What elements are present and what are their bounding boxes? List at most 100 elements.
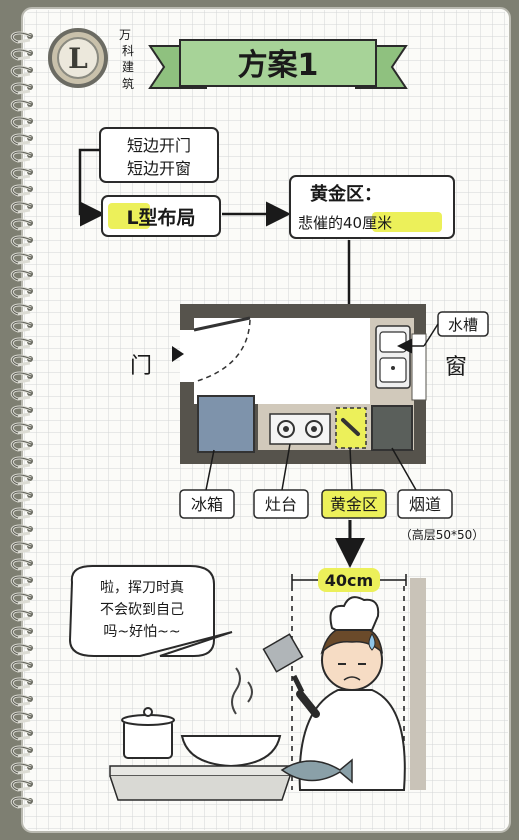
flow-bracket-arrow: [78, 148, 105, 227]
spiral-binding: [10, 31, 33, 809]
binding-ring: [10, 473, 33, 486]
binding-ring: [10, 218, 33, 231]
brand-logo: L: [48, 28, 108, 88]
cooking-scene: [109, 667, 291, 801]
binding-ring: [10, 354, 33, 367]
stove-label-box: [253, 489, 309, 519]
speech-line-2: 不会砍到自己: [100, 602, 184, 618]
golden-zone-note: 悲催的40厘米: [298, 214, 392, 232]
binding-ring: [10, 524, 33, 537]
fish-icon: [280, 758, 353, 784]
sink-block: [375, 325, 411, 389]
sink-label: 水槽: [448, 316, 478, 334]
binding-ring: [10, 541, 33, 554]
option-window: 短边开窗: [127, 159, 191, 178]
brand-char-3: 建: [122, 60, 134, 74]
chef-figure: [262, 596, 406, 791]
binding-ring: [10, 626, 33, 639]
golden-pointer: [349, 447, 353, 491]
banner-title: 方案1: [238, 48, 319, 83]
wall-edge: [410, 578, 426, 790]
options-box: [99, 127, 219, 183]
binding-ring: [10, 371, 33, 384]
stove-block: [269, 413, 331, 445]
binding-ring: [10, 388, 33, 401]
binding-ring: [10, 303, 33, 316]
fridge-pointer: [205, 449, 215, 491]
width-label: 40cm: [325, 571, 373, 590]
flue-label-box: [397, 489, 453, 519]
flue-block: [371, 405, 413, 451]
binding-ring: [10, 337, 33, 350]
door-label: 门: [130, 354, 152, 379]
binding-ring: [10, 150, 33, 163]
speech-bubble: [68, 564, 233, 657]
binding-ring: [10, 320, 33, 333]
binding-ring: [10, 99, 33, 112]
binding-ring: [10, 31, 33, 44]
title-banner: 方案1: [148, 39, 408, 89]
binding-ring: [10, 575, 33, 588]
binding-ring: [10, 592, 33, 605]
binding-ring: [10, 558, 33, 571]
binding-ring: [10, 252, 33, 265]
binding-ring: [10, 779, 33, 792]
binding-ring: [10, 643, 33, 656]
binding-ring: [10, 133, 33, 146]
door-leaf: [193, 316, 251, 332]
fridge-label: 冰箱: [191, 495, 223, 514]
flue-label: 烟道: [409, 495, 441, 514]
fridge-block: [197, 395, 255, 453]
binding-ring: [10, 728, 33, 741]
binding-ring: [10, 405, 33, 418]
speech-line-1: 啦，挥刀时真: [100, 579, 184, 596]
brand-char-1: 万: [119, 28, 131, 42]
binding-ring: [10, 456, 33, 469]
binding-ring: [10, 796, 33, 809]
binding-ring: [10, 439, 33, 452]
binding-ring: [10, 167, 33, 180]
layout-label: L型布局: [126, 206, 195, 229]
binding-ring: [10, 694, 33, 707]
binding-ring: [10, 48, 33, 61]
binding-ring: [10, 201, 33, 214]
fridge-label-box: [179, 489, 235, 519]
binding-ring: [10, 745, 33, 758]
option-door: 短边开门: [127, 136, 191, 155]
binding-ring: [10, 507, 33, 520]
sink-pointer: [423, 323, 439, 347]
brand-char-2: 科: [122, 44, 134, 58]
golden-note-highlight: [372, 212, 442, 232]
stove-pointer: [281, 443, 291, 491]
window-label: 窗: [445, 355, 467, 380]
binding-ring: [10, 235, 33, 248]
door-arrow-icon: [172, 346, 184, 362]
flue-size-note: （高层50*50）: [400, 527, 485, 542]
binding-ring: [10, 82, 33, 95]
binding-ring: [10, 286, 33, 299]
binding-ring: [10, 762, 33, 775]
binding-ring: [10, 609, 33, 622]
flue-pointer: [391, 447, 417, 491]
binding-ring: [10, 711, 33, 724]
brand-char-4: 筑: [122, 76, 134, 91]
binding-ring: [10, 269, 33, 282]
golden-zone-title: 黄金区：: [310, 183, 382, 205]
logo-letter: L: [68, 42, 88, 75]
golden-zone-label: 黄金区: [330, 495, 378, 514]
binding-ring: [10, 184, 33, 197]
binding-ring: [10, 490, 33, 503]
speech-line-3: 吗~好怕~~: [103, 624, 180, 640]
stove-label: 灶台: [265, 495, 297, 514]
binding-ring: [10, 677, 33, 690]
width-label-highlight: [318, 568, 380, 592]
binding-ring: [10, 65, 33, 78]
binding-ring: [10, 116, 33, 129]
binding-ring: [10, 660, 33, 673]
layout-highlight: [108, 203, 150, 229]
knife-icon: [341, 418, 360, 436]
cleaver-icon: [262, 633, 304, 673]
golden-label-box: [321, 489, 387, 519]
